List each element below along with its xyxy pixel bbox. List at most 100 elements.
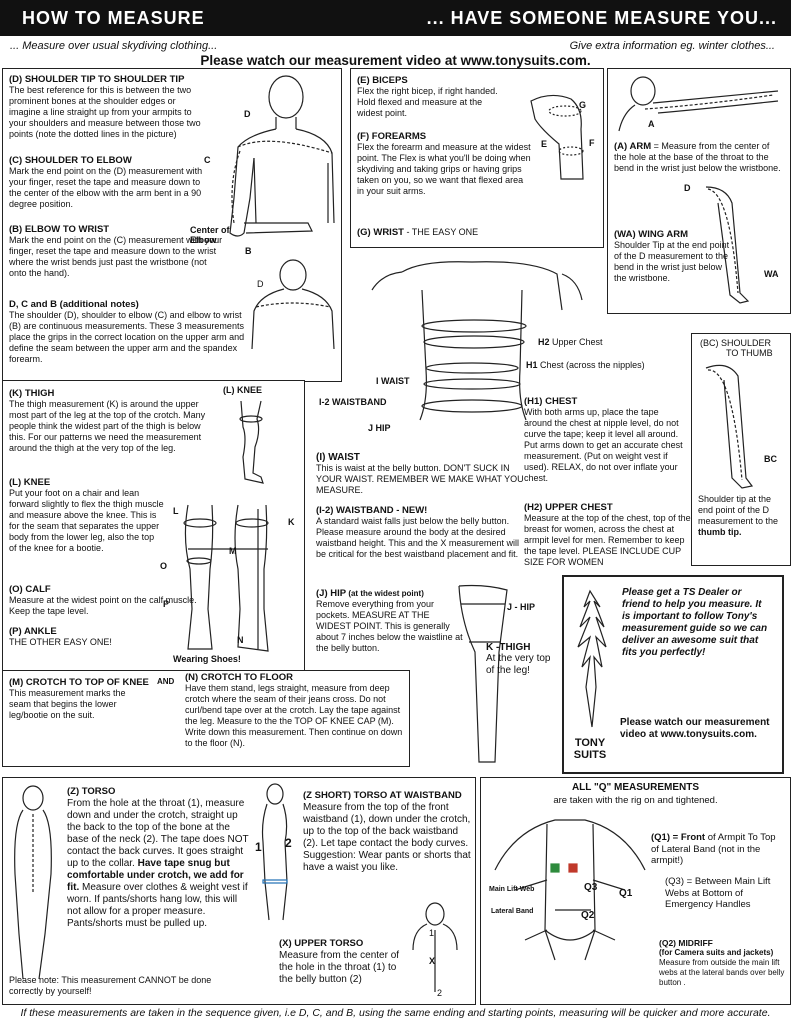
label-torso-1: 1 (255, 840, 262, 854)
torso-side-illustration (261, 783, 288, 921)
j-text: Remove everything from your pockets. MEA… (316, 599, 463, 653)
j-hip-label: J HIP (368, 423, 391, 433)
q1-front: Front (680, 832, 706, 843)
f-section: (F) FOREARMS Flex the forearm and measur… (357, 131, 532, 197)
hanging-arm-illustration (705, 186, 750, 304)
q1-section: (Q1) = Front of Armpit To Top of Lateral… (651, 832, 786, 867)
i2-title: (I-2) WAISTBAND - NEW! (316, 505, 428, 516)
d-title: (D) SHOULDER TIP TO SHOULDER TIP (9, 74, 185, 85)
h2-text: Measure at the top of the chest, top of … (524, 513, 691, 567)
o-section: (O) CALF Measure at the widest point on … (9, 584, 209, 617)
l-text: Put your foot on a chair and lean forwar… (9, 488, 164, 553)
d-section: (D) SHOULDER TIP TO SHOULDER TIP The bes… (9, 74, 209, 140)
n-section: (N) CROTCH TO FLOOR Have them stand, leg… (185, 672, 403, 749)
h1-label: H1 Chest (across the nipples) (526, 360, 645, 370)
logo-tony: TONY (574, 737, 606, 749)
label-n: N (237, 635, 244, 645)
n-title: (N) CROTCH TO FLOOR (185, 672, 294, 683)
i-waist-label: I WAIST (376, 376, 410, 386)
wa-title: (WA) WING ARM (614, 229, 689, 240)
label-torso-2: 2 (285, 836, 292, 850)
label-x: X (429, 956, 436, 966)
z-text-2: Measure over clothes & weight vest if wo… (67, 882, 248, 929)
x-text: Measure from the center of the hole in t… (279, 950, 400, 985)
wa-section: (WA) WING ARM Shoulder Tip at the end po… (614, 229, 734, 284)
bc-desc: Shoulder tip at the end point of the D m… (698, 494, 779, 526)
torso-illustration (371, 261, 583, 421)
h2-code: H2 (538, 337, 550, 347)
label-a: A (648, 119, 655, 129)
dealer-box: TONY SUITS Please get a TS Dealer or fri… (562, 575, 784, 774)
q1-text: of Armpit To Top of Lateral Band (not in… (651, 832, 776, 866)
z-text-bold: Have tape snug but comfortable under cro… (67, 858, 244, 893)
q3-label: Q3 (584, 882, 598, 893)
z-section: (Z) TORSO From the hole at the throat (1… (67, 786, 252, 930)
bc-title-2: TO THUMB (726, 348, 773, 358)
elbow-text: Elbow (190, 235, 217, 245)
b-title: (B) ELBOW TO WRIST (9, 224, 110, 235)
hip-leg-illustration (458, 584, 508, 763)
i2-waistband-label: I-2 WAISTBAND (319, 397, 387, 407)
label-l: L (173, 506, 179, 516)
label-c: C (204, 155, 211, 165)
m-and: AND (157, 677, 175, 686)
label-x1: 1 (429, 928, 435, 938)
n-text: Have them stand, legs straight, measure … (185, 683, 403, 748)
q-subtitle: are taken with the rig on and tightened. (553, 795, 718, 806)
k-thigh-text: At the very top of the leg! (486, 653, 551, 676)
subheader-left: ... Measure over usual skydiving clothin… (10, 40, 218, 52)
upper-body-illustration (229, 75, 335, 237)
zs-text: Measure from the top of the front waistb… (303, 802, 471, 873)
o-title: (O) CALF (9, 584, 51, 595)
h2-section: (H2) UPPER CHEST Measure at the top of t… (524, 502, 694, 568)
label-bc: BC (764, 454, 777, 464)
q2-text: Measure from outside the main lift webs … (659, 958, 785, 987)
p-section: (P) ANKLE THE OTHER EASY ONE! (9, 626, 209, 648)
back-illustration (251, 259, 335, 350)
m-title: (M) CROTCH TO TOP OF KNEE (9, 677, 149, 688)
wa-text: Shoulder Tip at the end point of the D m… (614, 240, 730, 283)
dcb-title: D, C and B (additional notes) (9, 299, 139, 310)
l-section: (L) KNEE Put your foot on a chair and le… (9, 477, 164, 554)
logo-suits: SUITS (573, 749, 607, 761)
flexed-arm-illustration (530, 94, 584, 180)
k-thigh-section: K -THIGH At the very top of the leg! (486, 642, 552, 677)
e-text: Flex the right bicep, if right handed. H… (357, 86, 498, 118)
k-section: (K) THIGH The thigh measurement (K) is a… (9, 388, 209, 454)
j-suffix: (at the widest point) (346, 589, 424, 598)
dealer-text: Please get a TS Dealer or friend to help… (622, 587, 768, 658)
q2-section: (Q2) MIDRIFF (for Camera suits and jacke… (659, 938, 787, 988)
h1-section: (H1) CHEST With both arms up, place the … (524, 396, 684, 484)
q2-label: Q2 (581, 910, 595, 921)
c-section: (C) SHOULDER TO ELBOW Mark the end point… (9, 155, 209, 210)
x-title: (X) UPPER TORSO (279, 938, 364, 949)
f-text: Flex the forearm and measure at the wide… (357, 142, 531, 196)
g-section: (G) WRIST - THE EASY ONE (357, 227, 557, 238)
dealer-watch: Please watch our measurement video at ww… (620, 717, 770, 740)
label-center-of-elbow: Center of Elbow (190, 225, 230, 245)
p-title: (P) ANKLE (9, 626, 57, 637)
red-handle (568, 863, 578, 873)
center-of-text: Center of (190, 225, 230, 235)
p-text: THE OTHER EASY ONE! (9, 637, 112, 647)
bc-title-1: (BC) SHOULDER (700, 338, 772, 348)
q3-section: (Q3) = Between Main Lift Webs at Bottom … (665, 876, 771, 910)
h1-code: H1 (526, 360, 538, 370)
q-panel: ALL "Q" MEASUREMENTS are taken with the … (480, 777, 791, 1005)
label-e: E (541, 139, 548, 149)
label-b: B (245, 246, 252, 256)
k-title: (K) THIGH (9, 388, 55, 399)
green-handle (550, 863, 560, 873)
i-title: (I) WAIST (316, 452, 360, 463)
bc-text: Shoulder tip at the end point of the D m… (698, 494, 786, 538)
lateral-band-label: Lateral Band (491, 908, 534, 915)
a-title: (A) ARM (614, 141, 652, 152)
m-text: This measurement marks the seam that beg… (9, 688, 126, 720)
a-section: (A) ARM = Measure from the center of the… (614, 141, 784, 174)
q-title: ALL "Q" MEASUREMENTS (571, 782, 700, 793)
footer-note: If these measurements are taken in the s… (20, 1007, 771, 1019)
h2-desc: Upper Chest (552, 337, 603, 347)
bc-thumb-tip: thumb tip. (698, 527, 742, 537)
dcb-text: The shoulder (D), shoulder to elbow (C) … (9, 310, 245, 364)
q2-sub: (for Camera suits and jackets) (659, 948, 774, 957)
